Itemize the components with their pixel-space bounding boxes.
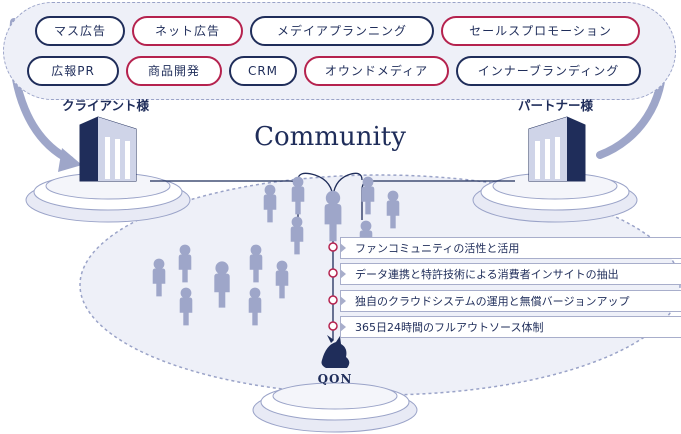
arrowhead-icon [58, 148, 82, 172]
service-pill-crm: CRM [229, 56, 297, 86]
people-icon [275, 260, 289, 299]
service-pill-owned-media: オウンドメディア [304, 56, 449, 86]
people-icon [361, 176, 375, 215]
service-pill-pr: 広報PR [27, 56, 119, 86]
client-label: クライアント様 [62, 98, 150, 113]
people-icon [324, 190, 342, 242]
people-icon [249, 244, 263, 283]
community-title: Community [254, 122, 406, 152]
service-pill-net-ads: ネット広告 [132, 16, 243, 46]
people-icon [290, 216, 304, 255]
service-pill-sales-promotion: セールスプロモーション [441, 16, 640, 46]
people-icon [248, 287, 262, 326]
feature-dots [328, 242, 338, 331]
feature-dot [328, 321, 338, 331]
service-pill-media-planning: メデイアプランニング [250, 16, 434, 46]
people-icon [291, 176, 305, 215]
qon-logo-text: QON [317, 372, 353, 386]
people-icon [179, 287, 193, 326]
feature-dot [328, 242, 338, 252]
feature-item: データ連携と特許技術による消費者インサイトの抽出 [340, 263, 681, 285]
qon-mascot-logo-icon [321, 335, 350, 368]
feature-item: 365日24時間のフルアウトソース体制 [340, 316, 681, 338]
service-pill-mass-ads: マス広告 [35, 16, 125, 46]
feature-dot [328, 295, 338, 305]
service-pill-product-development: 商品開発 [126, 56, 222, 86]
feature-dot [328, 268, 338, 278]
feature-item: 独自のクラウドシステムの運用と無償バージョンアップ [340, 290, 681, 312]
qon-platform [252, 382, 418, 433]
people-icon [386, 190, 400, 229]
people-icon [152, 258, 166, 297]
partner-building-icon [528, 116, 586, 182]
feature-item: ファンコミュニティの活性と活用 [340, 237, 681, 259]
service-pill-inner-branding: インナーブランディング [456, 56, 641, 86]
community-field [79, 174, 681, 396]
people-icon [214, 261, 230, 308]
people-icon [178, 244, 192, 283]
client-building-icon [79, 116, 137, 182]
partner-label: パートナー様 [518, 98, 594, 113]
people-icon [263, 184, 277, 223]
partner-platform [472, 172, 638, 223]
client-platform [25, 172, 191, 223]
